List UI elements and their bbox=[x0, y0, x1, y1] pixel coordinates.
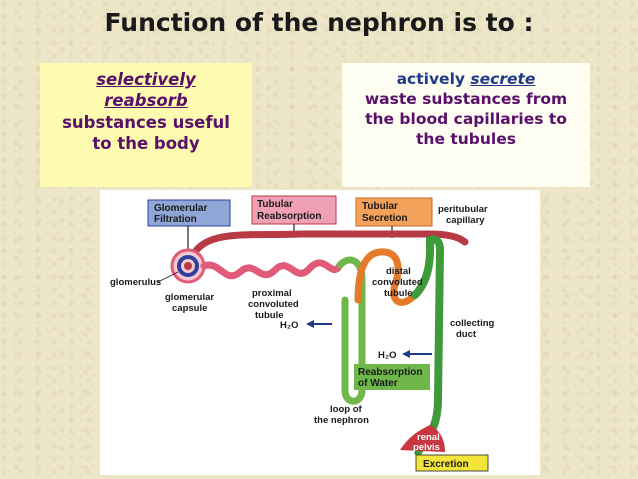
secrete-box: actively secrete waste substances from t… bbox=[342, 63, 590, 187]
tubular-secretion-label-2: Secretion bbox=[362, 213, 408, 224]
collecting-label-1: collecting bbox=[450, 318, 495, 329]
h2o-left-arrowhead bbox=[306, 320, 314, 328]
glomerulus-core bbox=[184, 262, 192, 270]
tubular-secretion-label-1: Tubular bbox=[362, 201, 398, 212]
h2o-right-label: H₂O bbox=[378, 350, 396, 361]
nephron-svg: Glomerular Filtration Tubular Reabsorpti… bbox=[110, 195, 495, 472]
proximal-tubule-shape bbox=[200, 259, 344, 280]
collecting-duct-shape bbox=[411, 235, 445, 456]
tubular-reabsorption-box bbox=[251, 195, 337, 225]
secrete-line-2: waste substances from bbox=[364, 90, 568, 109]
proximal-label-2: convoluted bbox=[248, 299, 299, 310]
h2o-left-label: H₂O bbox=[280, 320, 298, 331]
secrete-line-4: the tubules bbox=[416, 130, 516, 149]
slide-title: Function of the nephron is to : bbox=[104, 8, 534, 37]
loop-label-1: loop of bbox=[330, 404, 362, 415]
tubular-reabsorption-label-1: Tubular bbox=[257, 199, 293, 210]
tubular-secretion-box bbox=[355, 197, 433, 227]
glomerulus-shape bbox=[177, 255, 199, 277]
reabsorb-line-2: reabsorb bbox=[104, 91, 188, 111]
reabsorb-box: selectively reabsorb substances useful t… bbox=[40, 63, 252, 187]
glomerular-filtration-box bbox=[147, 199, 231, 227]
glomerular-filtration-label-1: Glomerular bbox=[154, 203, 207, 214]
peritubular-label-1: peritubular bbox=[438, 204, 488, 215]
excretion-label: Excretion bbox=[423, 459, 469, 470]
secrete-line-3: the blood capillaries to bbox=[365, 110, 567, 129]
glomerulus-label: glomerulus bbox=[110, 277, 161, 288]
glomerulus-pointer bbox=[157, 271, 179, 283]
reabsorption-water-label-2: of Water bbox=[358, 378, 398, 389]
distal-tubule-shape bbox=[354, 248, 419, 306]
peritubular-label-2: capillary bbox=[446, 215, 485, 226]
nephron-diagram: Glomerular Filtration Tubular Reabsorpti… bbox=[100, 190, 540, 475]
peritubular-capillary bbox=[191, 230, 469, 256]
reabsorption-water-label-1: Reabsorption bbox=[358, 367, 422, 378]
reabsorb-line-4: to the body bbox=[92, 134, 200, 154]
secrete-line-1-plain: actively bbox=[396, 70, 471, 88]
proximal-label-1: proximal bbox=[252, 288, 292, 299]
renal-pelvis-label-1: renal bbox=[417, 432, 440, 443]
reabsorption-water-box bbox=[354, 364, 430, 390]
glomerular-filtration-label-2: Filtration bbox=[154, 214, 197, 225]
capsule-label-1: glomerular bbox=[165, 292, 214, 303]
distal-label-2: convoluted bbox=[372, 277, 423, 288]
proximal-label-3: tubule bbox=[255, 310, 284, 321]
excretion-box bbox=[415, 454, 489, 472]
renal-pelvis-shape bbox=[400, 425, 445, 452]
collecting-label-2: duct bbox=[456, 329, 477, 340]
loop-label-2: the nephron bbox=[314, 415, 369, 426]
distal-label-3: tubule bbox=[384, 288, 413, 299]
secrete-line-1-italic: secrete bbox=[470, 70, 536, 88]
tubular-reabsorption-label-2: Reabsorption bbox=[257, 211, 321, 222]
secrete-line-1: actively secrete bbox=[342, 69, 590, 89]
h2o-right-arrowhead bbox=[402, 350, 410, 358]
renal-pelvis-label-2: pelvis bbox=[413, 442, 440, 453]
capsule-label-2: capsule bbox=[172, 303, 207, 314]
reabsorb-line-3: substances useful bbox=[62, 112, 230, 132]
reabsorb-line-1: selectively bbox=[96, 70, 196, 89]
distal-label-1: distal bbox=[386, 266, 411, 277]
